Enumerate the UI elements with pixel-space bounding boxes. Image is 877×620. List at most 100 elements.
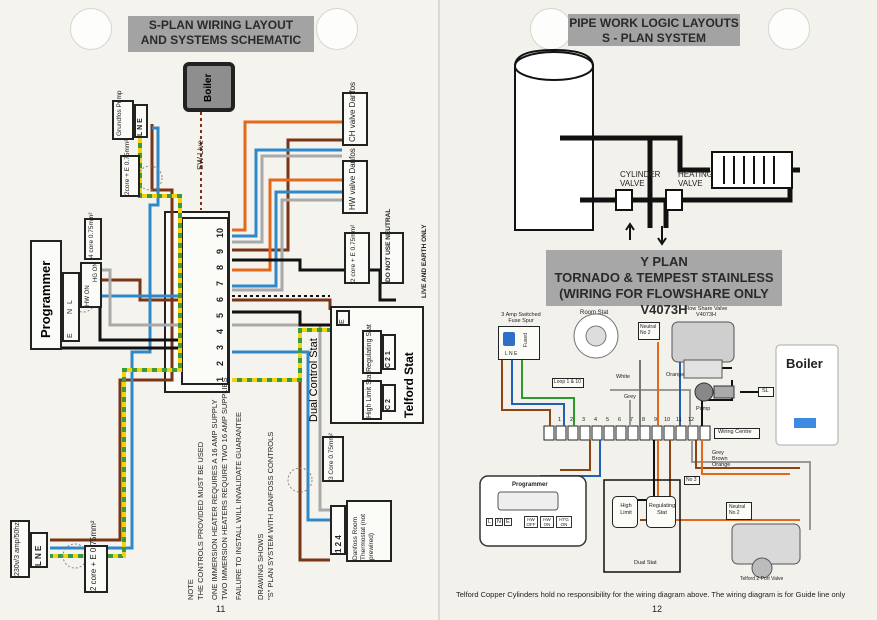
do-not-use-label: DO NOT USE NEUTRAL (385, 208, 392, 282)
cable-3core-label: 3 Core 0.75mm² (328, 433, 335, 480)
stat-terms-a-label: C 2 1 (385, 351, 392, 368)
sw-live-label: SW Live (196, 140, 205, 170)
wc-number: 8 (642, 417, 646, 423)
cylinder-valve-label: CYLINDER VALVE (620, 170, 661, 188)
left-title-line1: S-PLAN WIRING LAYOUT (148, 18, 294, 32)
sl-label: SL (762, 388, 769, 394)
cable-supply-label: 2 core + E 0.75mm² (89, 520, 98, 591)
programmer-hw-hg: HW ON HG ON (80, 262, 102, 308)
right-title-line1: PIPE WORK LOGIC LAYOUTS (569, 16, 739, 30)
wc-number: 9 (654, 417, 658, 423)
cable-3core-box: 3 Core 0.75mm² (322, 433, 344, 482)
wc-number: 1 (558, 417, 562, 423)
programmer-terms-label: L (67, 300, 74, 304)
wiring-centre-label: Wiring Centre (718, 429, 752, 435)
y-plan-banner: Y PLAN TORNADO & TEMPEST STAINLESS (WIRI… (546, 250, 782, 317)
binder-hole (768, 8, 810, 50)
white-label: White (616, 374, 631, 380)
programmer-terminals: E N L (62, 272, 80, 342)
grey-label: Grey (624, 394, 636, 400)
regulating-stat-box: Regulating Stat (362, 324, 382, 374)
terminal-number: 4 (215, 328, 225, 334)
supply-label: 230v/3 amp/50hz (14, 522, 21, 576)
drawing-shows-2: "S" PLAN SYSTEM WITH DANFOSS CONTROLS (266, 431, 275, 600)
right-diagram-svg (479, 48, 839, 579)
flow-share-valve-label: Flow Share Valve V4073H (684, 306, 728, 318)
sl-box: SL (758, 387, 774, 397)
terminal-number: 8 (215, 264, 225, 270)
cable-4core-box: 4 core 0.75mm² (84, 212, 102, 260)
cable-4core-label: 4 core 0.75mm² (88, 212, 95, 258)
live-earth-only-label: LIVE AND EARTH ONLY (421, 224, 428, 298)
high-limit-box: High Limit (612, 496, 638, 528)
programmer-terms-label: E (67, 333, 74, 338)
dual-control-stat-label: Dual Control Stat (308, 338, 320, 422)
terminal-number: 2 (215, 360, 225, 366)
programmer-label: Programmer (38, 260, 53, 338)
wc-number: 2 (570, 417, 574, 423)
orange-label: Orange (666, 372, 685, 378)
neutral-no2-b-label: Neutral No 2 (729, 504, 746, 516)
regulating-stat-box-right: Regulating Stat (646, 496, 676, 528)
pump-label: Grundfos Pump (116, 90, 123, 136)
left-title-line2: AND SYSTEMS SCHEMATIC (140, 33, 302, 47)
wc-number: 4 (594, 417, 598, 423)
terminal-strip: 1 2 3 4 5 6 7 8 9 10 (213, 218, 229, 384)
right-title-banner: PIPE WORK LOGIC LAYOUTS S - PLAN SYSTEM (568, 14, 740, 46)
fuse-spur-box: Fused L N E (498, 326, 540, 360)
no3-label: No 3 (686, 477, 697, 483)
note-line: FAILURE TO INSTALL WILL INVALIDATE GUARA… (234, 412, 243, 600)
supply-box: 230v/3 amp/50hz (10, 520, 30, 578)
regulating-stat-label: Regulating Stat (366, 324, 373, 372)
binder-hole (316, 8, 358, 50)
wiring-centre-numbers: 1 2 3 4 5 6 7 8 9 10 11 12 (558, 417, 698, 425)
programmer-hw-label: HW ON (85, 285, 91, 306)
terminal-number: 9 (215, 248, 225, 254)
wc-number: 5 (606, 417, 610, 423)
fuse-spur-label: 3 Amp Switched Fuse Spur (501, 312, 541, 324)
left-page: S-PLAN WIRING LAYOUT AND SYSTEMS SCHEMAT… (0, 0, 438, 620)
programmer-terms-label: N (67, 308, 74, 314)
supply-terms-label: L N E (34, 545, 43, 566)
y-plan-line2: TORNADO & TEMPEST STAINLESS (554, 270, 774, 285)
hw-valve-box: HW valve Danfos (342, 148, 368, 214)
terminal-number: 3 (215, 344, 225, 350)
pump-box: Grundfos Pump (112, 90, 134, 140)
pump-label-right: Pump (696, 406, 711, 412)
cable-2core-label: 2core + E 0.75mm² (124, 139, 131, 195)
programmer-box: Programmer (30, 240, 62, 350)
wire-label: Brown (712, 456, 728, 462)
programmer-label-right: Programmer (512, 482, 548, 488)
programmer-hg-label: HG ON (93, 262, 99, 282)
loop-label: Loop 1 & 10 (554, 379, 581, 385)
stat-terms-b-label: C 2 (385, 399, 392, 410)
note-line: ONE IMMERSION HEATER REQUIRES A 16 AMP S… (210, 399, 219, 600)
hw-valve-label: HW valve Danfos (348, 148, 357, 210)
right-title-line2: S - PLAN SYSTEM (601, 31, 706, 45)
cable-2core-stat-box: 2 core + E 0.75mm² (344, 225, 370, 284)
y-plan-line1: Y PLAN (640, 254, 688, 269)
pump-terminals: L N E (134, 104, 148, 138)
high-limit-stat-label: High Limit Stat (366, 372, 373, 418)
telford-stat-label: Telford Stat (402, 352, 416, 418)
prog-term: L (486, 518, 494, 526)
boiler-label-right: Boiler (786, 356, 823, 371)
wc-number: 7 (630, 417, 634, 423)
prog-term: HW ON (540, 516, 554, 528)
prog-term: HW OFF (524, 516, 538, 528)
binder-hole (530, 8, 572, 50)
note-title: NOTE (186, 579, 195, 600)
right-page: PIPE WORK LOGIC LAYOUTS S - PLAN SYSTEM (440, 0, 877, 620)
heating-valve-label: HEATING VALVE (678, 170, 713, 188)
stat-terms-b: C 2 (382, 384, 396, 412)
loop-box: Loop 1 & 10 (552, 378, 584, 388)
room-stat-terminals: 1 2 4 (330, 505, 346, 555)
wc-number: 6 (618, 417, 622, 423)
prog-term: N (495, 518, 503, 526)
room-stat-label: Room Stat (580, 310, 609, 316)
two-port-valve-label: Telford 2 Port Valve (740, 576, 784, 582)
terminal-number: 10 (215, 227, 225, 238)
wiring-centre-box: Wiring Centre (714, 428, 760, 439)
neutral-no2-box: Neutral No 2 (638, 322, 660, 340)
wc-number: 3 (582, 417, 586, 423)
